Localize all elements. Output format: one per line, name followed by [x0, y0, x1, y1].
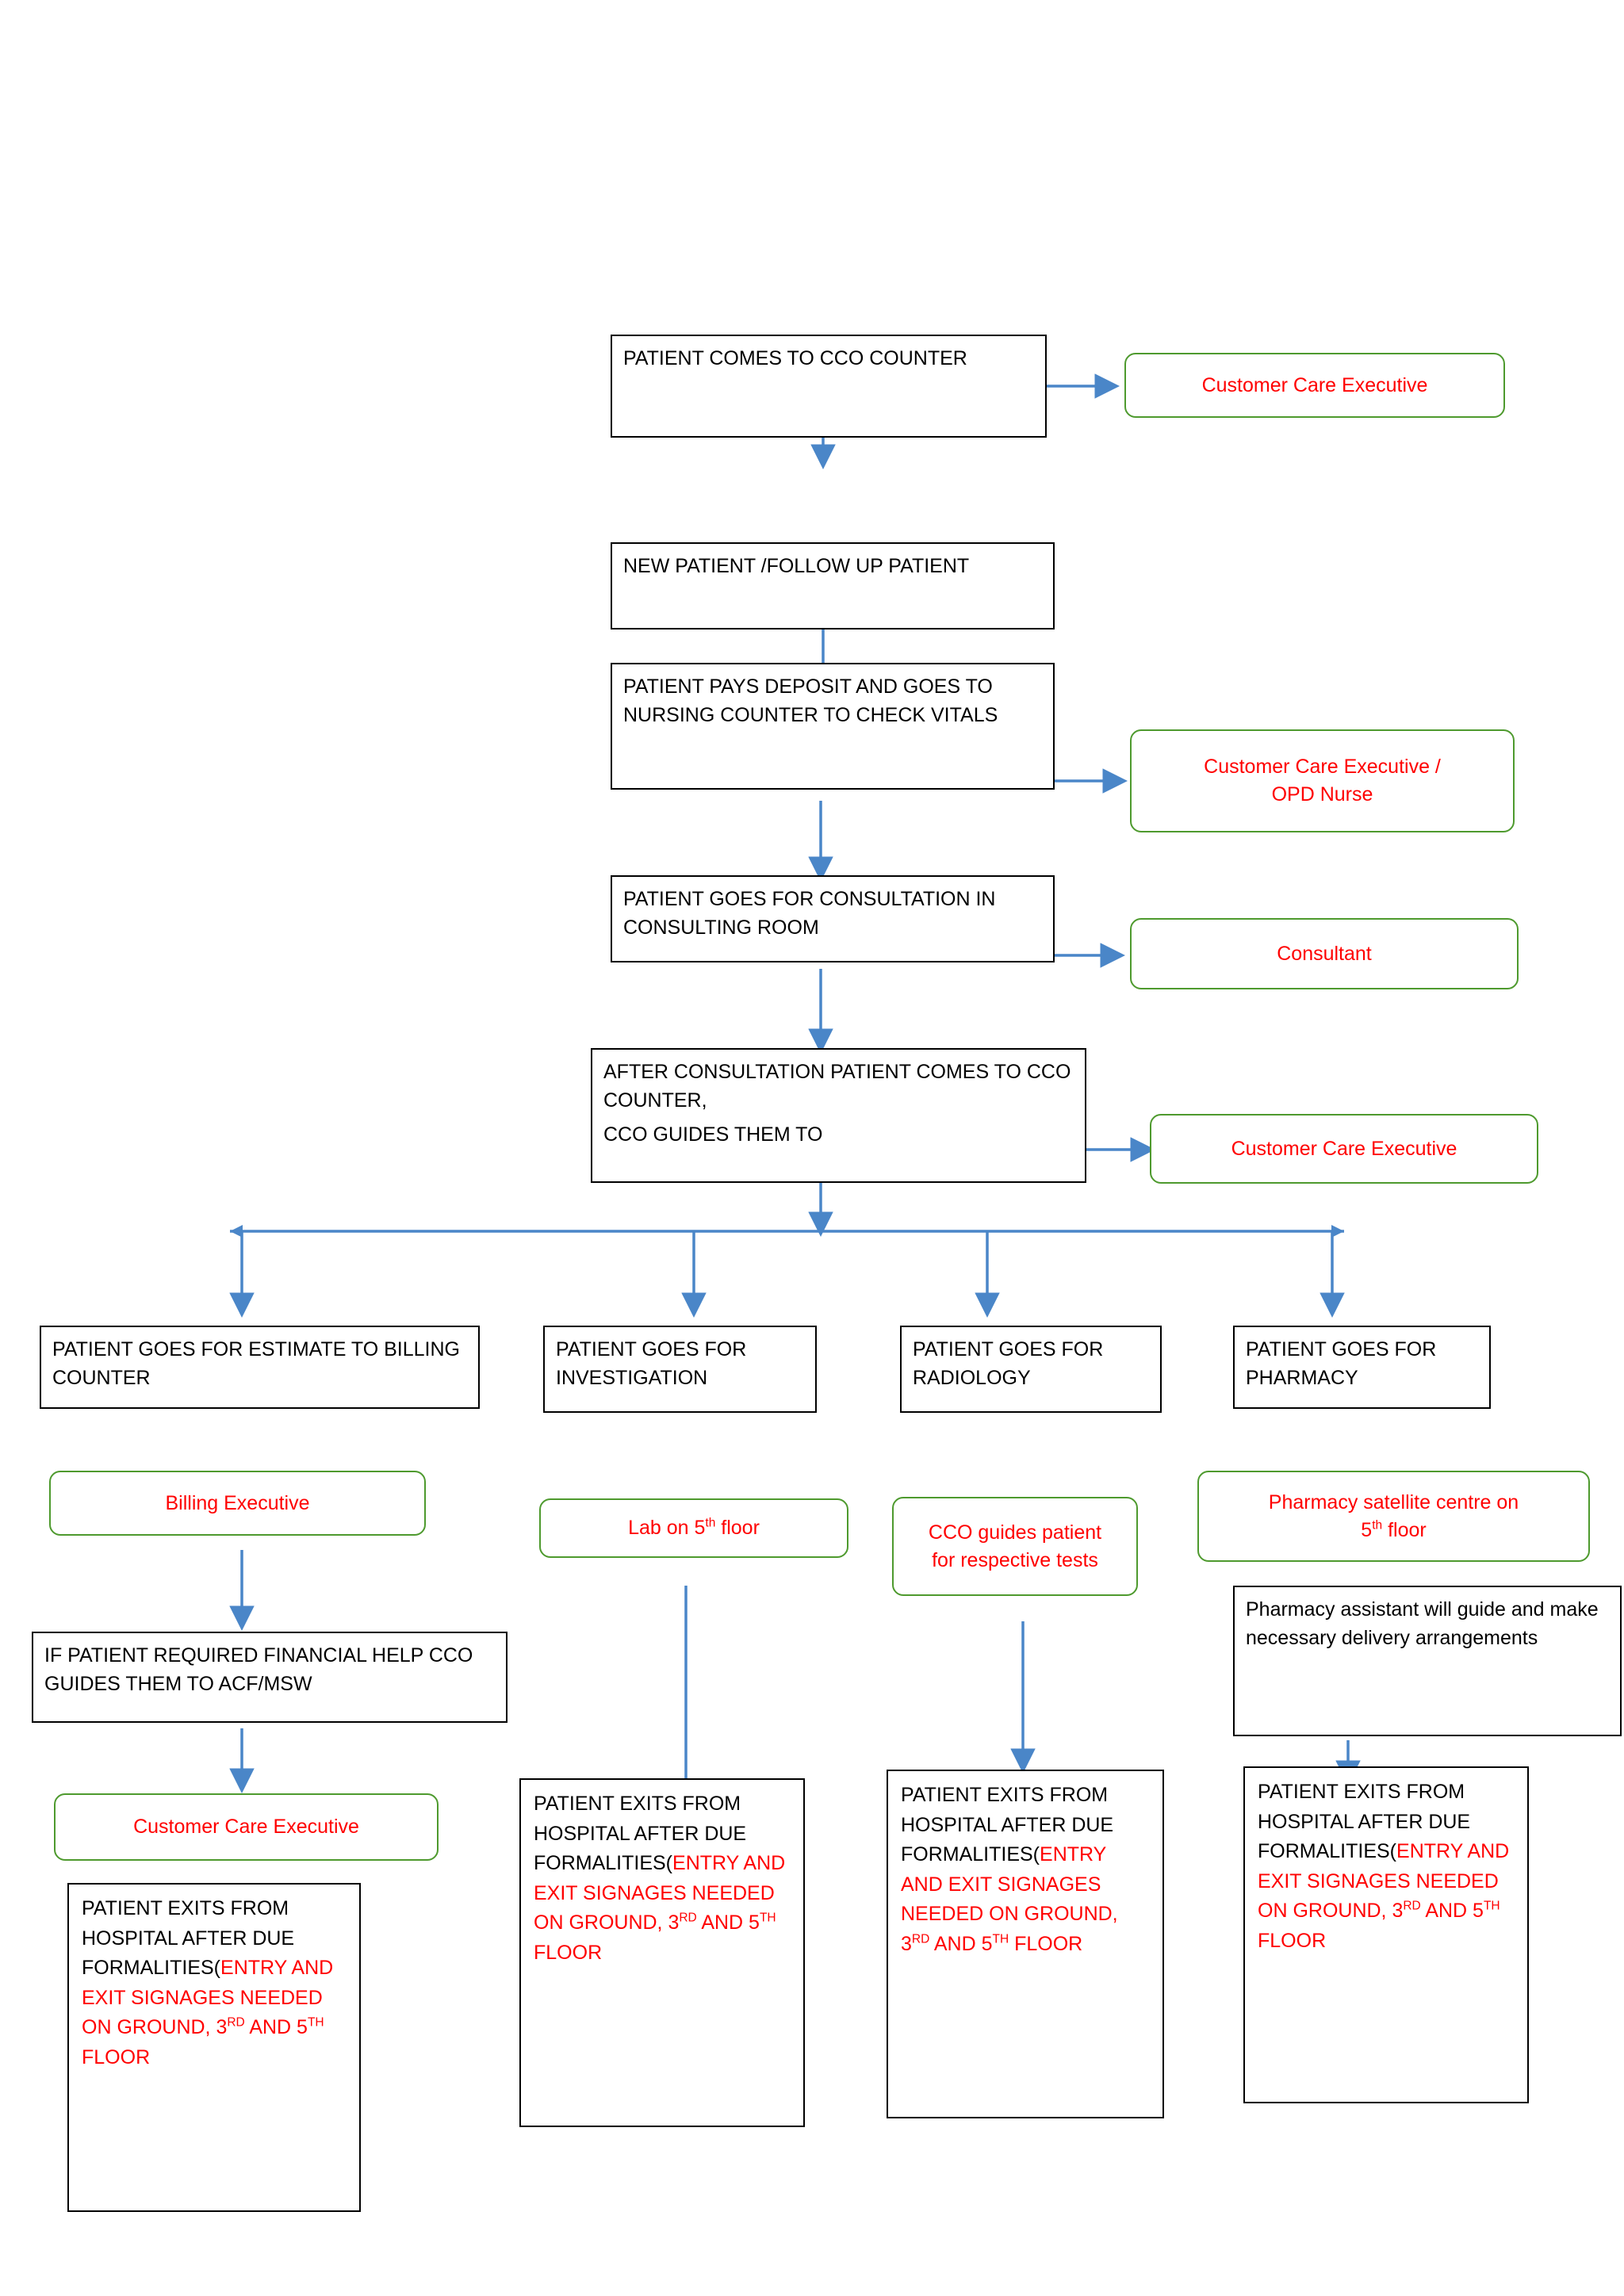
branch-pharmacy: PATIENT GOES FOR PHARMACY	[1233, 1326, 1491, 1409]
role-label: Customer Care Executive	[133, 1816, 359, 1838]
role-cce-opd-nurse: Customer Care Executive / OPD Nurse	[1130, 729, 1515, 832]
step-label: PATIENT GOES FOR CONSULTATION IN CONSULT…	[623, 888, 996, 939]
step-label: PATIENT COMES TO CCO COUNTER	[623, 347, 967, 369]
financial-help: IF PATIENT REQUIRED FINANCIAL HELP CCO G…	[32, 1632, 508, 1723]
exit-box-3: PATIENT EXITS FROM HOSPITAL AFTER DUE FO…	[887, 1770, 1164, 2118]
role-label-line2: OPD Nurse	[1271, 783, 1373, 806]
branch-label: PATIENT GOES FOR PHARMACY	[1246, 1338, 1437, 1390]
pharmacy-assistant-label: Pharmacy assistant will guide and make n…	[1246, 1598, 1599, 1650]
role-label: Consultant	[1277, 942, 1372, 965]
step-label-secondary: CCO GUIDES THEM TO	[603, 1123, 823, 1146]
branch-investigation: PATIENT GOES FOR INVESTIGATION	[543, 1326, 817, 1413]
exit-text-red: ENTRY AND EXIT SIGNAGES NEEDED ON GROUND…	[534, 1852, 786, 1964]
role-label-line2: 5th floor	[1361, 1518, 1427, 1541]
exit-text-red: ENTRY AND EXIT SIGNAGES NEEDED ON GROUND…	[82, 1957, 334, 2068]
role-label: Lab on 5th floor	[628, 1516, 760, 1539]
role-label: Billing Executive	[165, 1491, 310, 1514]
step-patient-goes-for-consultation: PATIENT GOES FOR CONSULTATION IN CONSULT…	[611, 875, 1055, 962]
exit-text-black: PATIENT EXITS FROM HOSPITAL AFTER DUE FO…	[901, 1784, 1114, 1866]
role-label-line1: Customer Care Executive /	[1204, 756, 1441, 778]
exit-text-red: ENTRY AND EXIT SIGNAGES NEEDED ON GROUND…	[1258, 1840, 1510, 1952]
branch-label: PATIENT GOES FOR RADIOLOGY	[913, 1338, 1104, 1390]
step-label: PATIENT PAYS DEPOSIT AND GOES TO NURSING…	[623, 675, 998, 727]
role-consultant: Consultant	[1130, 918, 1519, 989]
role-customer-care-executive-1: Customer Care Executive	[1124, 353, 1505, 418]
branch-label: PATIENT GOES FOR INVESTIGATION	[556, 1338, 747, 1390]
step-new-or-followup-patient: NEW PATIENT /FOLLOW UP PATIENT	[611, 542, 1055, 629]
role-customer-care-executive-3: Customer Care Executive	[54, 1793, 439, 1861]
role-label-line2: for respective tests	[932, 1548, 1098, 1571]
role-label: Customer Care Executive	[1231, 1137, 1457, 1160]
exit-box-4: PATIENT EXITS FROM HOSPITAL AFTER DUE FO…	[1243, 1766, 1529, 2103]
exit-text-red: ENTRY AND EXIT SIGNAGES NEEDED ON GROUND…	[901, 1843, 1118, 1955]
pharmacy-assistant: Pharmacy assistant will guide and make n…	[1233, 1586, 1622, 1736]
exit-box-2: PATIENT EXITS FROM HOSPITAL AFTER DUE FO…	[519, 1778, 805, 2127]
role-billing-executive: Billing Executive	[49, 1471, 426, 1536]
exit-text-black: PATIENT EXITS FROM HOSPITAL AFTER DUE FO…	[534, 1793, 747, 1874]
exit-box-1: PATIENT EXITS FROM HOSPITAL AFTER DUE FO…	[67, 1883, 361, 2212]
role-label-line1: CCO guides patient	[928, 1521, 1102, 1544]
role-cco-guides-tests: CCO guides patient for respective tests	[892, 1497, 1138, 1596]
exit-text-black: PATIENT EXITS FROM HOSPITAL AFTER DUE FO…	[1258, 1781, 1471, 1862]
branch-estimate: PATIENT GOES FOR ESTIMATE TO BILLING COU…	[40, 1326, 480, 1409]
financial-help-label: IF PATIENT REQUIRED FINANCIAL HELP CCO G…	[44, 1644, 473, 1696]
step-label: AFTER CONSULTATION PATIENT COMES TO CCO …	[603, 1061, 1071, 1112]
branch-label: PATIENT GOES FOR ESTIMATE TO BILLING COU…	[52, 1338, 460, 1390]
step-patient-pays-deposit: PATIENT PAYS DEPOSIT AND GOES TO NURSING…	[611, 663, 1055, 790]
role-lab-5th-floor: Lab on 5th floor	[539, 1498, 848, 1558]
step-patient-comes-to-cco-counter: PATIENT COMES TO CCO COUNTER	[611, 335, 1047, 438]
step-label: NEW PATIENT /FOLLOW UP PATIENT	[623, 555, 970, 577]
branch-radiology: PATIENT GOES FOR RADIOLOGY	[900, 1326, 1162, 1413]
role-label: Customer Care Executive	[1201, 373, 1428, 396]
role-customer-care-executive-2: Customer Care Executive	[1150, 1114, 1538, 1184]
role-label-line1: Pharmacy satellite centre on	[1268, 1490, 1519, 1513]
step-after-consultation: AFTER CONSULTATION PATIENT COMES TO CCO …	[591, 1048, 1086, 1183]
role-pharmacy-satellite: Pharmacy satellite centre on 5th floor	[1197, 1471, 1590, 1562]
exit-text-black: PATIENT EXITS FROM HOSPITAL AFTER DUE FO…	[82, 1897, 295, 1979]
